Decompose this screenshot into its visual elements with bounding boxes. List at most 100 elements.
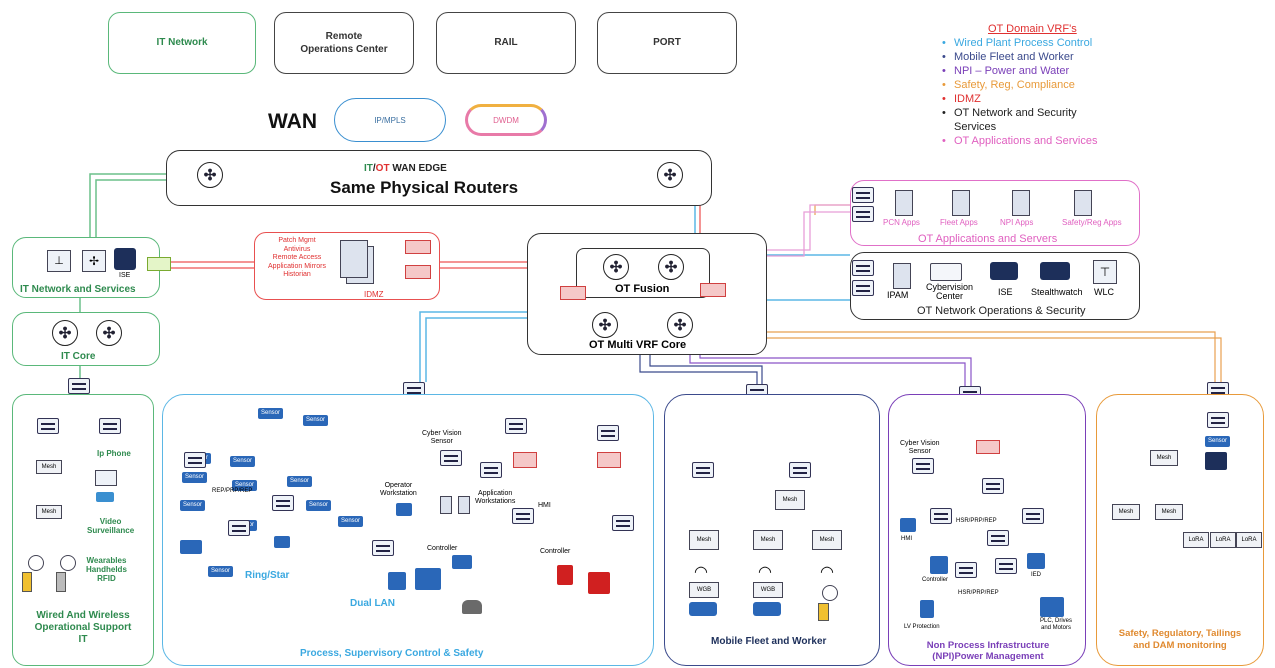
ot-apps-switch2-icon[interactable] bbox=[852, 206, 874, 222]
process-switch-e-icon[interactable] bbox=[597, 425, 619, 441]
process-zone[interactable] bbox=[162, 394, 654, 666]
ring-switch-2-icon[interactable] bbox=[272, 495, 294, 511]
process-sensor-icon: Sensor bbox=[303, 415, 329, 426]
wired-it-switch-right-icon[interactable] bbox=[99, 418, 121, 434]
it-core-box[interactable] bbox=[12, 312, 160, 366]
app-server-icon[interactable] bbox=[952, 190, 970, 216]
idmz-services-list: Patch Mgmt Antivirus Remote Access Appli… bbox=[258, 237, 336, 280]
video-line2: Surveillance bbox=[87, 526, 135, 535]
process-cv-switch-icon[interactable] bbox=[440, 450, 462, 466]
idmz-firewall-top-icon bbox=[405, 240, 431, 254]
legend-bullet-icon: • bbox=[942, 79, 946, 91]
fusion-router-left-icon[interactable]: ✣ bbox=[603, 254, 629, 280]
wifi-2-icon: ◠ bbox=[758, 564, 772, 581]
idmz-firewall-bottom-icon bbox=[405, 265, 431, 279]
core-router-left-icon[interactable]: ✣ bbox=[592, 312, 618, 338]
it-core-router-left-icon[interactable]: ✣ bbox=[52, 320, 78, 346]
npi-ied-icon bbox=[1027, 553, 1045, 569]
wan-edge-it: IT bbox=[364, 163, 373, 174]
ot-netops-switch-icon[interactable] bbox=[852, 260, 874, 276]
stealthwatch-label: Stealthwatch bbox=[1031, 287, 1083, 297]
npi-switch-1-icon[interactable] bbox=[982, 478, 1004, 494]
wired-it-switch-left-icon[interactable] bbox=[37, 418, 59, 434]
process-switch-c-icon[interactable] bbox=[612, 515, 634, 531]
it-trunk-switch-icon[interactable] bbox=[68, 378, 90, 394]
legend-item-text: OT Applications and Services bbox=[954, 135, 1098, 147]
ring-switch-3-icon[interactable] bbox=[228, 520, 250, 536]
process-switch-d-icon[interactable] bbox=[505, 418, 527, 434]
app-ws-2-icon bbox=[458, 496, 470, 514]
wan-edge-router-left-icon[interactable]: ✣ bbox=[197, 162, 223, 188]
wan-edge-box[interactable] bbox=[166, 150, 712, 206]
safety-gateway-icon bbox=[1205, 452, 1227, 470]
npi-switch-5-icon[interactable] bbox=[955, 562, 977, 578]
fusion-router-right-icon[interactable]: ✣ bbox=[658, 254, 684, 280]
wired-title3: IT bbox=[78, 634, 88, 645]
npi-title1: Non Process Infrastructure bbox=[926, 640, 1050, 651]
ring-switch-1-icon[interactable] bbox=[184, 452, 206, 468]
ot-netops-switch2-icon[interactable] bbox=[852, 280, 874, 296]
wear-line3: RFID bbox=[97, 574, 116, 583]
ip-phone-label: Ip Phone bbox=[97, 449, 131, 458]
it-core-router-right-icon[interactable]: ✣ bbox=[96, 320, 122, 346]
controller-right-label: Controller bbox=[540, 548, 571, 555]
it-core-title: IT Core bbox=[61, 351, 96, 362]
npi-controller-icon bbox=[930, 556, 948, 574]
core-router-right-icon[interactable]: ✣ bbox=[667, 312, 693, 338]
wired-it-zone[interactable] bbox=[12, 394, 154, 666]
legend-bullet-icon: • bbox=[942, 107, 946, 119]
npi-cv-switch-icon[interactable] bbox=[912, 458, 934, 474]
mobile-mesh-4-icon: Mesh bbox=[812, 530, 842, 550]
npi-switch-6-icon[interactable] bbox=[995, 558, 1017, 574]
app-server-icon[interactable] bbox=[895, 190, 913, 216]
safety-plc-2-icon bbox=[588, 572, 610, 594]
app-server-icon[interactable] bbox=[1074, 190, 1092, 216]
safety-title2: and DAM monitoring bbox=[1133, 640, 1227, 651]
wan-edge-router-right-icon[interactable]: ✣ bbox=[657, 162, 683, 188]
safety-mesh-3-icon: Mesh bbox=[1155, 504, 1183, 520]
npi-switch-3-icon[interactable] bbox=[1022, 508, 1044, 524]
mobile-wgb-2-icon: WGB bbox=[753, 582, 783, 598]
proc-cv2: Sensor bbox=[430, 438, 453, 445]
dwdm-ring-icon: DWDM bbox=[465, 104, 547, 136]
stealthwatch-appliance-icon bbox=[1040, 262, 1070, 280]
safety-zone[interactable] bbox=[1096, 394, 1264, 666]
ot-fusion-box[interactable] bbox=[576, 248, 710, 298]
ring-label: REP/PRP/REP bbox=[212, 488, 253, 494]
process-switch-b-icon[interactable] bbox=[512, 508, 534, 524]
ip-phone-icon bbox=[95, 470, 117, 486]
dual-lan-plc-1-icon bbox=[388, 572, 406, 590]
it-network-box[interactable]: IT Network bbox=[108, 12, 256, 74]
idmz-label: IDMZ bbox=[364, 290, 384, 299]
dual-lan-label: Dual LAN bbox=[350, 598, 395, 609]
npi-controller-label: Controller bbox=[922, 577, 949, 583]
fusion-firewall-left-icon bbox=[560, 286, 586, 300]
app-server-icon[interactable] bbox=[1012, 190, 1030, 216]
roc-line2: Operations Center bbox=[300, 44, 388, 55]
op-line1: Operator bbox=[384, 482, 413, 489]
mobile-switch-right-icon[interactable] bbox=[789, 462, 811, 478]
ot-apps-switch-icon[interactable] bbox=[852, 187, 874, 203]
rail-box[interactable]: RAIL bbox=[436, 12, 576, 74]
ring-star-label: Ring/Star bbox=[245, 570, 290, 581]
npi-lv-icon bbox=[920, 600, 934, 618]
port-box[interactable]: PORT bbox=[597, 12, 737, 74]
idmz-server-stack-icon bbox=[340, 240, 368, 278]
process-sensor-icon: Sensor bbox=[230, 456, 256, 467]
legend-item-text: Safety, Reg, Compliance bbox=[954, 79, 1075, 91]
legend-title: OT Domain VRF's bbox=[988, 23, 1077, 35]
mobile-switch-left-icon[interactable] bbox=[692, 462, 714, 478]
idmz-line-patch: Patch Mgmt bbox=[278, 237, 316, 244]
app-server-label: Fleet Apps bbox=[940, 218, 978, 227]
process-dist-switch-icon[interactable] bbox=[480, 462, 502, 478]
dwdm-label: DWDM bbox=[493, 115, 519, 125]
npi-switch-2-icon[interactable] bbox=[930, 508, 952, 524]
process-switch-a-icon[interactable] bbox=[372, 540, 394, 556]
npi-ring2-label: HSR/PRP/REP bbox=[958, 590, 999, 596]
wear-line2: Handhelds bbox=[86, 565, 127, 574]
safety-switch-icon[interactable] bbox=[1207, 412, 1229, 428]
legend-item: •IDMZ bbox=[940, 92, 1140, 106]
npi-switch-4-icon[interactable] bbox=[987, 530, 1009, 546]
